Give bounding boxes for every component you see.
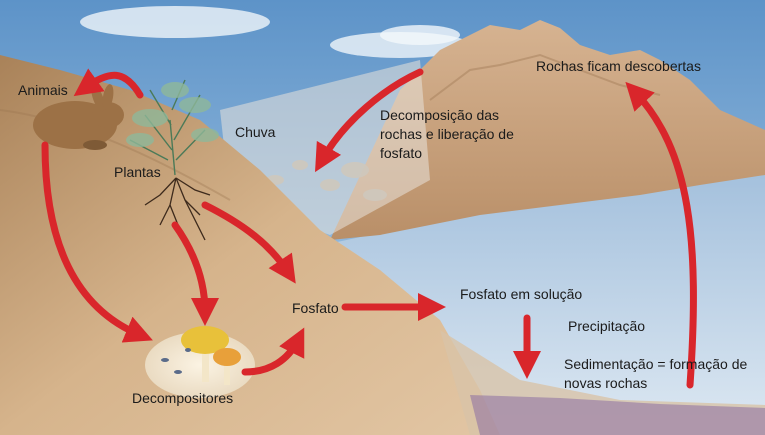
label-sedimentacao: Sedimentação = formação de novas rochas [564, 356, 748, 391]
rabbit [33, 84, 124, 150]
label-rochas: Rochas ficam descobertas [536, 58, 701, 74]
arrow-decomposers-to-phosphate [241, 327, 305, 376]
arrow-plants-to-phosphate [201, 201, 296, 284]
sediment-layer [470, 395, 765, 435]
arrow-rocks-to-decomposition [315, 68, 424, 173]
arrow-plants-to-animals [73, 68, 144, 99]
mountains [330, 20, 765, 240]
label-precipitacao: Precipitação [568, 318, 646, 334]
cycle-arrows [41, 68, 697, 389]
label-chuva: Chuva [235, 124, 276, 140]
microorganisms [161, 348, 191, 374]
arrow-animals-to-decomposers [41, 141, 153, 343]
arrow-sediment-to-rocks [625, 81, 697, 389]
label-decompositores: Decompositores [132, 390, 234, 406]
label-fosfato-solucao: Fosfato em solução [460, 286, 583, 302]
mushrooms [181, 326, 241, 385]
label-plantas: Plantas [114, 164, 161, 180]
label-fosfato: Fosfato [292, 300, 339, 316]
cloud [80, 6, 270, 38]
plant-roots [144, 177, 211, 241]
label-decomposicao: Decomposição das rochas e liberação de f… [380, 107, 514, 161]
label-animais: Animais [18, 82, 68, 98]
arrow-plants-to-decomposers [171, 221, 219, 326]
